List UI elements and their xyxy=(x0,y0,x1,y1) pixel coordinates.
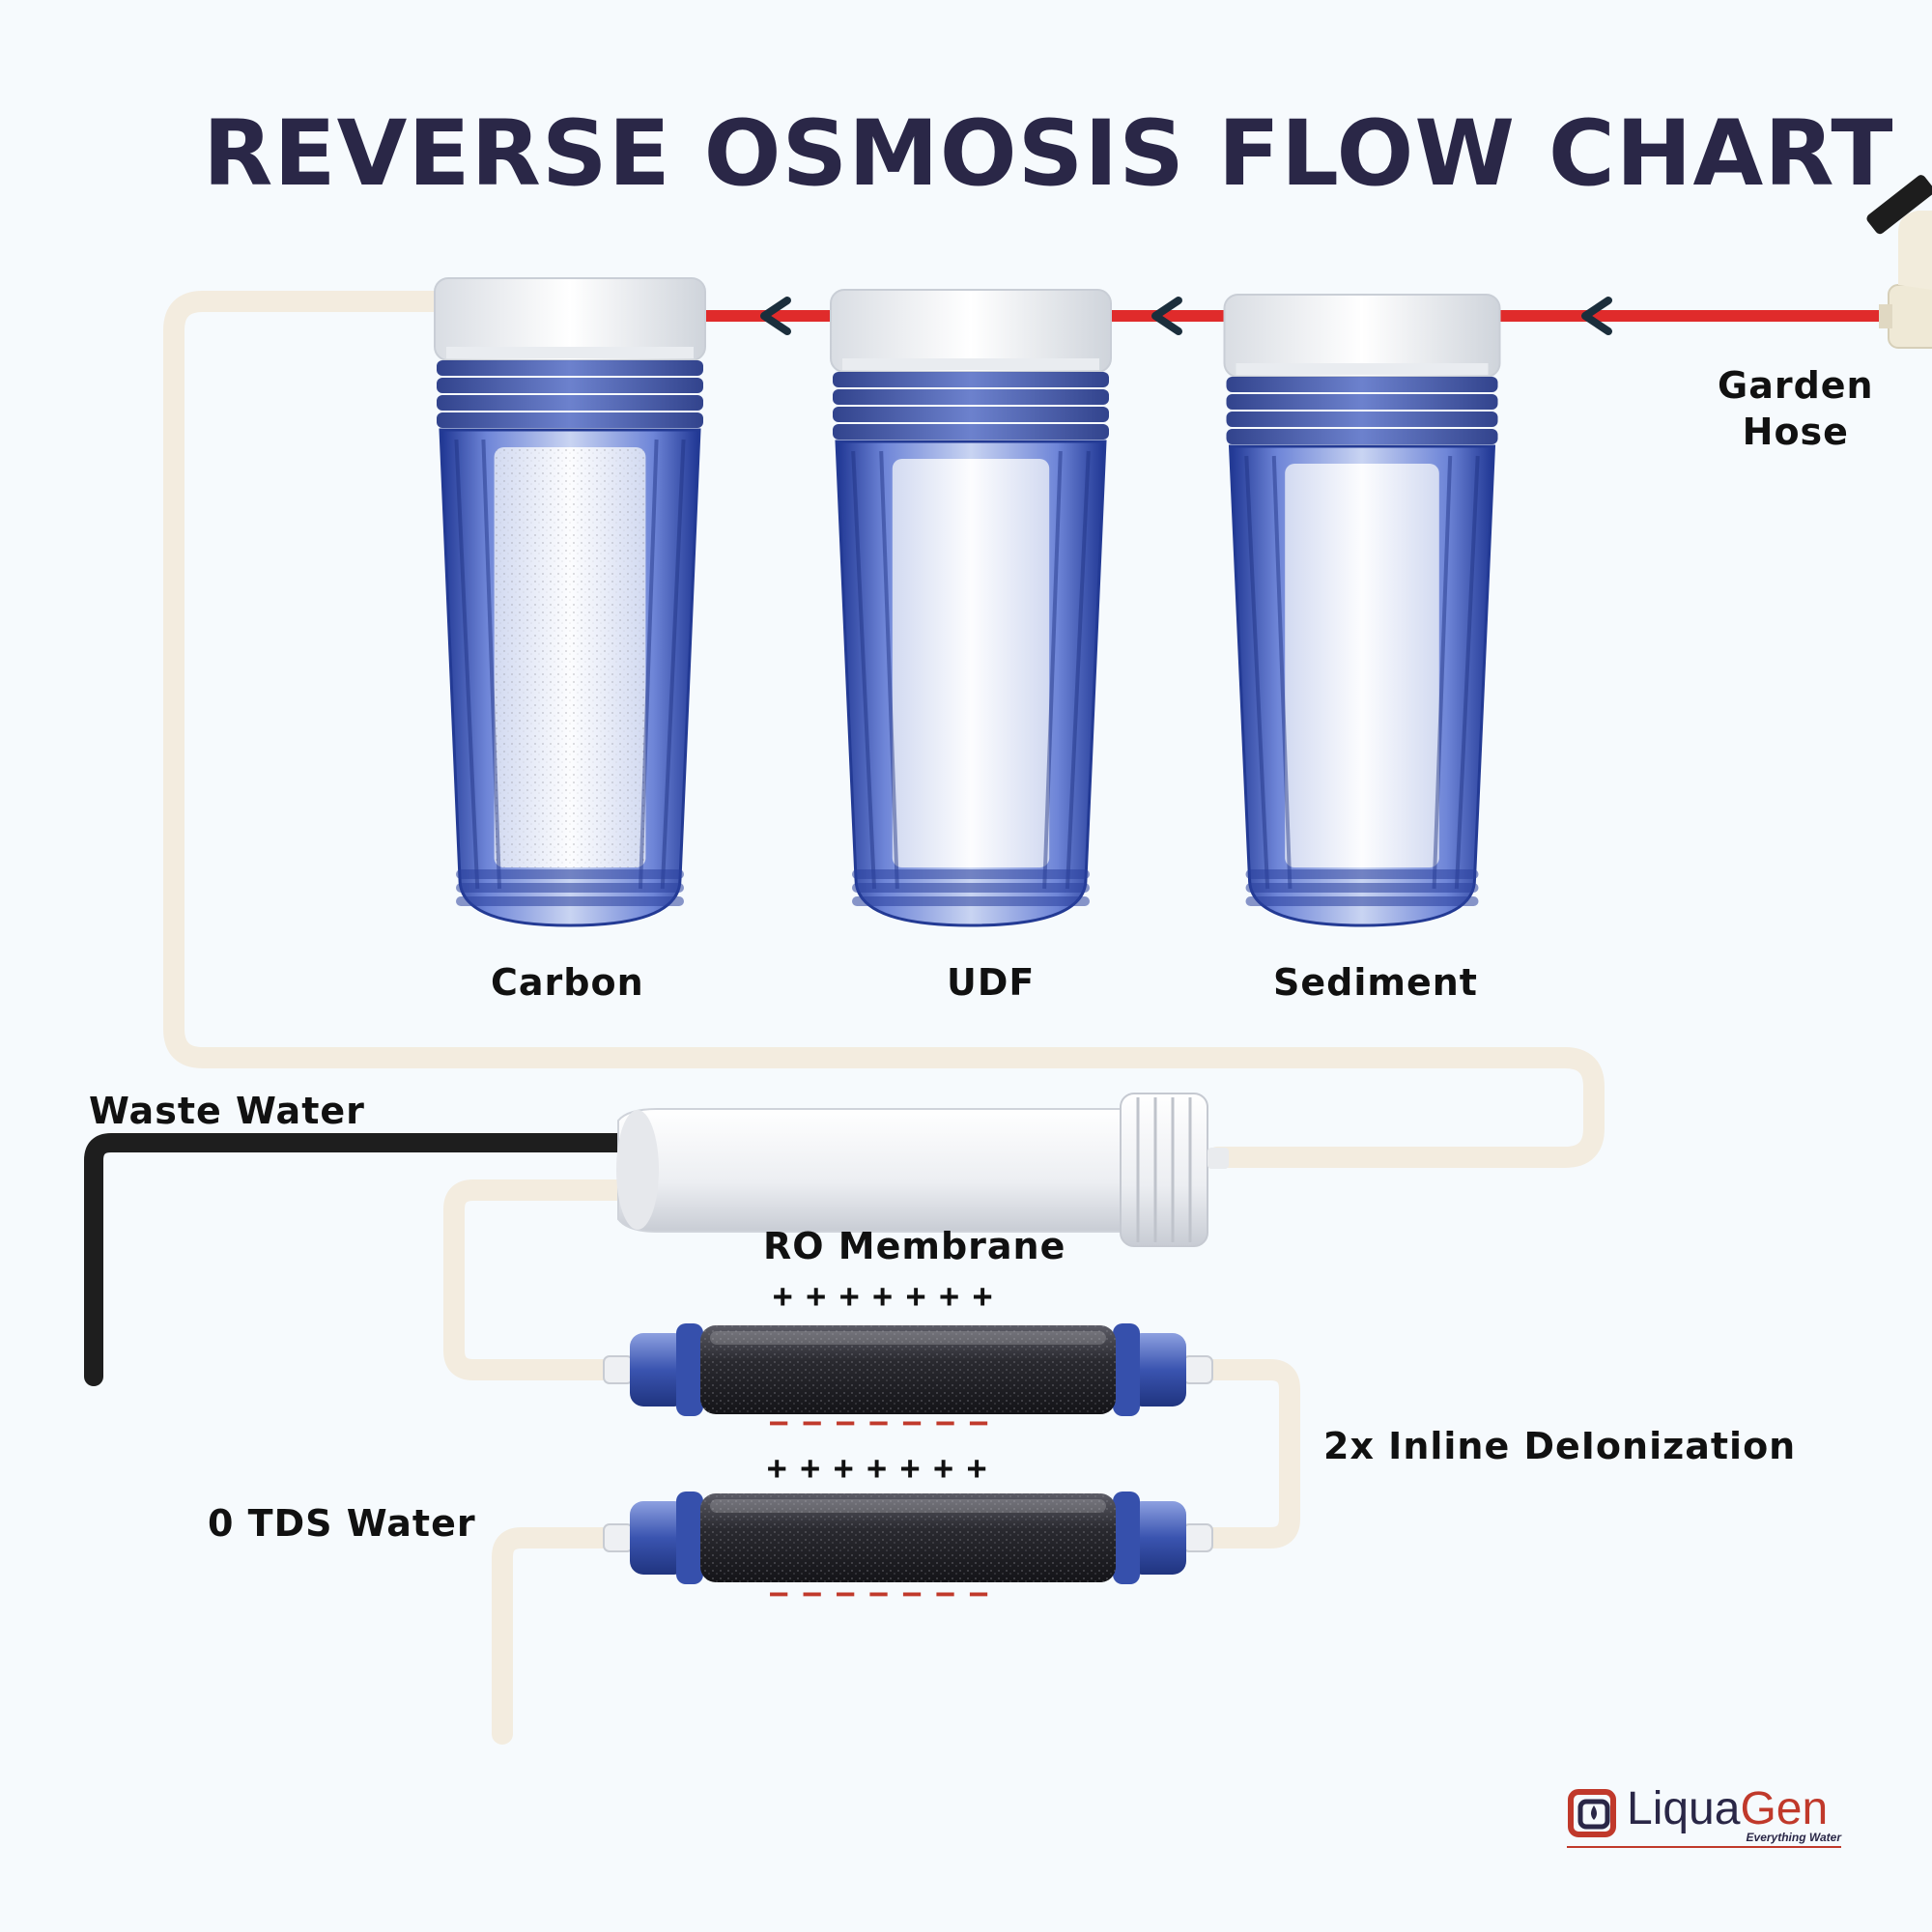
flow-arrow-icon xyxy=(760,297,1612,335)
inline-deionization-label: 2x Inline DeIonization xyxy=(1323,1425,1797,1467)
liquagen-logo: LiquaGen Everything Water xyxy=(1567,1782,1847,1850)
tds-water-label: 0 TDS Water xyxy=(208,1502,476,1545)
udf-filter-housing xyxy=(830,289,1112,927)
positive-charges-bottom: +++++++ xyxy=(767,1449,1001,1488)
sediment-label: Sediment xyxy=(1273,961,1478,1004)
sediment-filter-housing xyxy=(1223,294,1501,927)
logo-name-part1: Liqua xyxy=(1627,1783,1741,1834)
page-title: REVERSE OSMOSIS FLOW CHART xyxy=(203,101,1894,207)
di-cartridge-2 xyxy=(603,1492,1213,1584)
logo-name-part2: Gen xyxy=(1740,1783,1829,1834)
tube-di1-to-di2 xyxy=(1187,1359,1300,1548)
negative-charges-top: −−−−−−− xyxy=(769,1404,1003,1442)
tube-output xyxy=(492,1527,619,1745)
udf-label: UDF xyxy=(947,961,1036,1004)
liquagen-logo-icon xyxy=(1568,1789,1616,1837)
carbon-filter-housing xyxy=(434,277,706,927)
carbon-label: Carbon xyxy=(491,961,644,1004)
tube-carbon-to-membrane xyxy=(163,291,1605,1168)
logo-underline xyxy=(1567,1846,1841,1848)
tube-membrane-to-di1 xyxy=(443,1179,648,1380)
garden-hose-label: Garden Hose xyxy=(1718,362,1874,455)
garden-hose-label-line1: Garden xyxy=(1718,364,1874,407)
faucet-icon xyxy=(1866,175,1932,349)
liquagen-wordmark: LiquaGen xyxy=(1627,1782,1828,1835)
positive-charges-top: +++++++ xyxy=(773,1277,1007,1316)
logo-tagline: Everything Water xyxy=(1746,1831,1841,1844)
garden-hose-label-line2: Hose xyxy=(1742,411,1849,453)
ro-membrane-housing xyxy=(616,1093,1229,1247)
negative-charges-bottom: −−−−−−− xyxy=(769,1575,1003,1613)
ro-membrane-label: RO Membrane xyxy=(763,1225,1066,1267)
di-cartridge-1 xyxy=(603,1323,1213,1416)
tube-waste xyxy=(84,1133,676,1386)
waste-water-label: Waste Water xyxy=(89,1090,365,1132)
